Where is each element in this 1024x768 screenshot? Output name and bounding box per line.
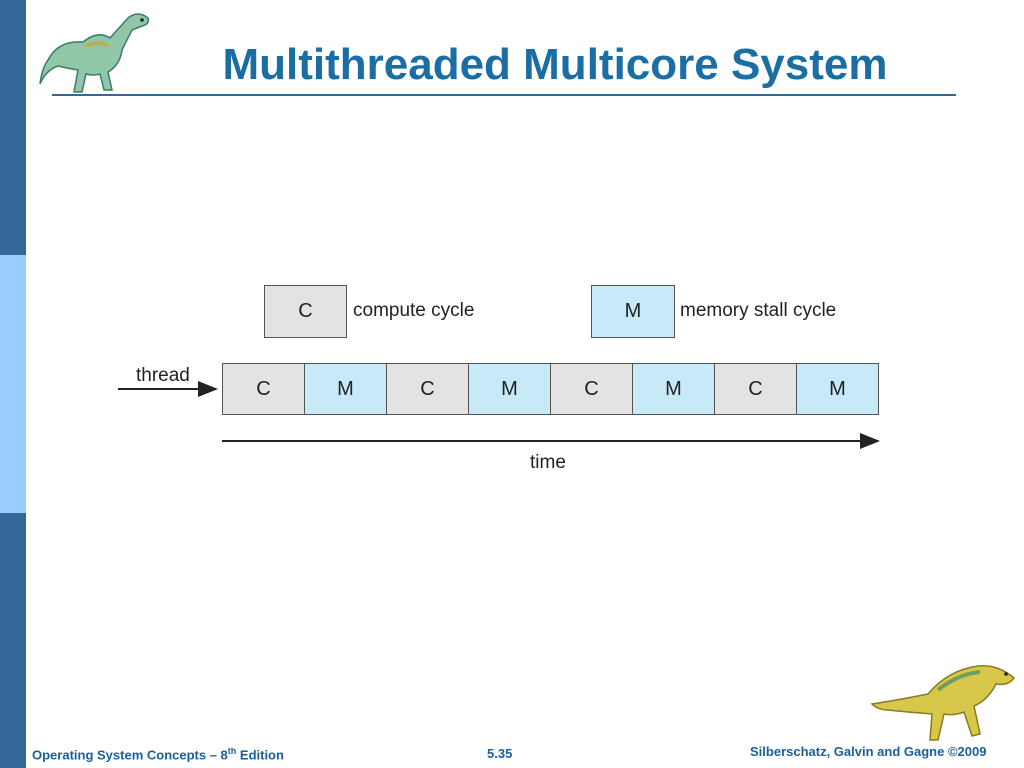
footer-copyright: Silberschatz, Galvin and Gagne ©2009 bbox=[750, 744, 987, 759]
footer-book-title: Operating System Concepts – 8th Edition bbox=[32, 746, 284, 763]
legend-memory-text: memory stall cycle bbox=[680, 300, 837, 321]
sidebar-band-bottom bbox=[0, 513, 26, 768]
sidebar-band-middle bbox=[0, 255, 26, 513]
time-label: time bbox=[530, 452, 566, 473]
dinosaur-logo-bottom bbox=[870, 665, 1016, 741]
sidebar-band-top bbox=[0, 0, 26, 255]
page-title: Multithreaded Multicore System bbox=[222, 40, 888, 89]
cycle-cell-memory: M bbox=[305, 363, 387, 415]
footer-page-number: 5.35 bbox=[487, 746, 513, 761]
cycle-cell-compute: C bbox=[551, 363, 633, 415]
title-divider bbox=[52, 94, 956, 96]
cycle-cell-compute: C bbox=[222, 363, 305, 415]
dinosaur-logo-top bbox=[39, 13, 150, 93]
legend-compute-box: C bbox=[264, 285, 347, 338]
cycle-cell-memory: M bbox=[469, 363, 551, 415]
cycle-cell-compute: C bbox=[387, 363, 469, 415]
legend-memory-box: M bbox=[591, 285, 675, 338]
cycle-cell-memory: M bbox=[797, 363, 879, 415]
cycle-cell-memory: M bbox=[633, 363, 715, 415]
thread-label: thread bbox=[136, 365, 190, 386]
cycle-cell-compute: C bbox=[715, 363, 797, 415]
legend-compute-text: compute cycle bbox=[353, 300, 475, 321]
